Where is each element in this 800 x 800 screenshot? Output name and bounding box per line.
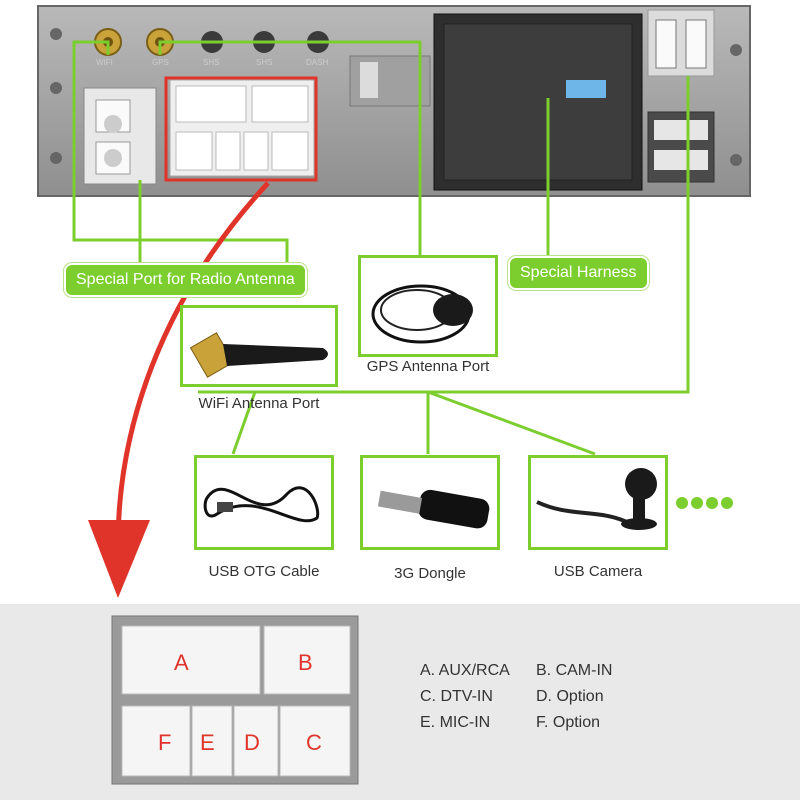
usb-otg-caption: USB OTG Cable — [208, 563, 320, 580]
callout-radio-antenna: Special Port for Radio Antenna — [66, 265, 305, 295]
legend-b: B. CAM-IN — [536, 662, 613, 679]
port-label-1: WIFI — [96, 58, 113, 67]
usb-otg-cable-icon — [203, 486, 320, 523]
dongle-caption: 3G Dongle — [394, 565, 466, 582]
wifi-antenna-photo — [180, 305, 338, 387]
legend-d: D. Option — [536, 688, 604, 705]
plug-letter-e: E — [200, 730, 215, 755]
plug-letter-b: B — [298, 650, 313, 675]
plug-letter-a: A — [174, 650, 189, 675]
dongle-icon — [377, 489, 490, 529]
usb-camera-caption: USB Camera — [553, 563, 643, 580]
usb-camera-photo — [528, 455, 668, 550]
wifi-caption: WiFi Antenna Port — [198, 395, 320, 412]
gps-antenna-icon — [371, 284, 473, 344]
callout-special-harness: Special Harness — [510, 258, 647, 288]
plug-letter-d: D — [244, 730, 260, 755]
gps-antenna-photo — [358, 255, 498, 357]
port-label-2: GPS — [152, 58, 169, 67]
plug-letter-f: F — [158, 730, 172, 755]
more-dots-icon — [676, 497, 733, 509]
legend-c: C. DTV-IN — [420, 688, 493, 705]
wifi-antenna-icon — [189, 332, 328, 378]
usb-otg-photo — [194, 455, 334, 550]
gps-caption: GPS Antenna Port — [366, 358, 490, 375]
dongle-photo — [360, 455, 500, 550]
legend-e: E. MIC-IN — [420, 714, 491, 731]
usb-camera-icon — [536, 468, 657, 530]
legend-f: F. Option — [536, 714, 601, 731]
plug-letter-c: C — [306, 730, 322, 755]
port-label-3: SHS — [203, 58, 220, 67]
port-label-5: DASH — [306, 58, 329, 67]
legend-a: A. AUX/RCA — [420, 662, 510, 679]
port-label-4: SHS — [256, 58, 273, 67]
